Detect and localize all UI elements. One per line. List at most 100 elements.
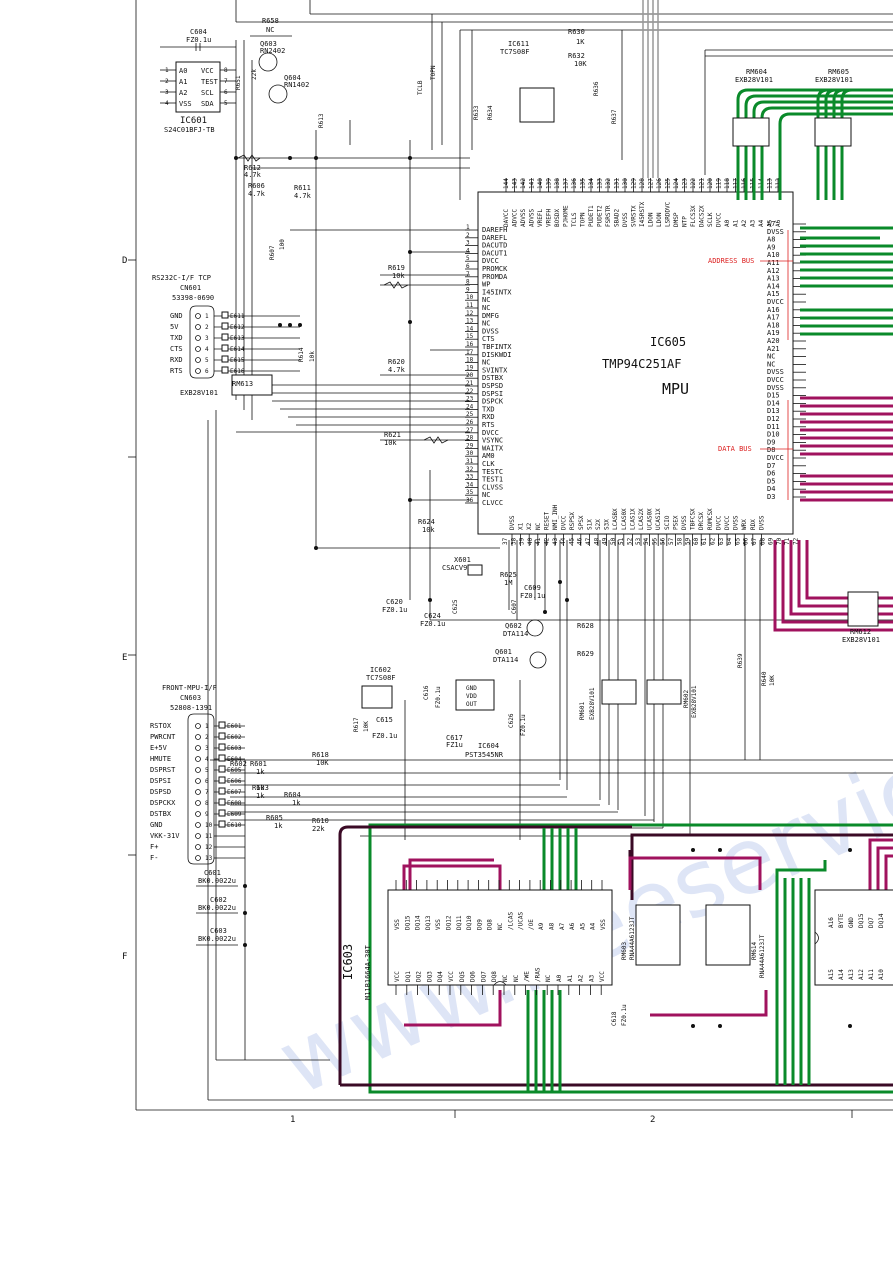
cn601-title: RS232C-I/F TCP [152, 274, 211, 282]
mpu-pin-label: CTS [482, 335, 495, 343]
cn601-ferrite-label: E614 [230, 346, 245, 353]
r601-ref: R601 [250, 760, 267, 768]
ic602-gate: IC602 TC7S08F R617 10K C615 FZ0.1u C616 … [353, 666, 442, 740]
mpu-pin-label: DVCC [715, 515, 722, 530]
mpu-ref: IC605 [650, 335, 686, 349]
mpu-pin-label: A6 [775, 219, 782, 227]
mpu-pin-number: 40 [527, 537, 534, 545]
mpu-pin-number: 6 [466, 263, 470, 270]
address-bus-top [736, 88, 893, 336]
mpu-pin-number: 7 [466, 271, 470, 278]
mpu-right-pins: A7DVSSA8A9A10A11A12A13A14A15DVCCA16A17A1… [767, 220, 806, 501]
ic607-pin-label: DQ7 [868, 917, 875, 928]
ic607-pin-label: A14 [838, 969, 845, 980]
mpu-pin-number: 132 [605, 178, 612, 189]
ic601-pin-number: 8 [224, 67, 228, 74]
mpu-pin-label: LCAS0X [621, 508, 628, 530]
mpu-pin-number: 54 [643, 537, 650, 545]
mpu-pin-label: DVSS [622, 212, 629, 227]
c604-val: FZ0.1u [186, 36, 211, 44]
r605-val: 1k [274, 822, 283, 830]
q603-ref: Q603 [260, 40, 277, 48]
c602-ref: C602 [210, 896, 227, 904]
mpu-pin-label: A21 [767, 345, 780, 353]
r607-val: 100 [279, 239, 286, 250]
ic603-pin-label: A4 [590, 922, 597, 930]
mpu-pin-number: 16 [466, 341, 474, 348]
mpu-pin-number: 43 [552, 537, 559, 545]
ic603-pin-label: DQ10 [466, 915, 473, 930]
c616-val: FZ0.1u [435, 686, 442, 708]
r604-ref: R604 [284, 791, 301, 799]
ic603-pin-label: DQ6 [470, 971, 477, 982]
mpu-pin-label: VREFL [537, 209, 544, 227]
mpu-pin-number: 14 [466, 325, 474, 332]
r611-ref: R611 [294, 184, 311, 192]
ic603-pin-label: DQ3 [426, 971, 433, 982]
ic607-pin-label: A10 [878, 969, 885, 980]
c615-ref: C615 [376, 716, 393, 724]
mpu-pin-number: 117 [733, 178, 740, 189]
mpu-pin-label: PROMDA [482, 273, 508, 281]
ic603-pin-label: A9 [538, 922, 545, 930]
r603-ref: R603 [252, 784, 269, 792]
mpu-pin-number: 10 [466, 294, 474, 301]
cn601-signal-label: GND [170, 312, 183, 320]
cn603-title: FRONT-MPU-I/F [162, 684, 217, 692]
mpu-pin-number: 18 [466, 357, 474, 364]
ic601-part: S24C01BFJ-TB [164, 126, 215, 134]
mpu-pin-label: DSPCK [482, 398, 504, 406]
c603-ref: C603 [210, 927, 227, 935]
r612-ref: R612 [244, 164, 261, 172]
r618-ref: R618 [312, 751, 329, 759]
ic601-pin-label: SDA [201, 100, 214, 108]
c620-ref: C620 [386, 598, 403, 606]
q601-transistor: Q601 DTA114 R629 [493, 648, 594, 669]
mpu-pin-number: 71 [784, 537, 791, 545]
r634-ref: R634 [487, 105, 494, 120]
r602-ref: R602 [230, 760, 247, 768]
mpu-pin-number: 124 [673, 178, 680, 189]
ic601-pin-label: SCL [201, 89, 214, 97]
filter-caps: C601 BK0.0022u C602 BK0.0022u C603 BK0.0… [196, 869, 238, 946]
ic601-pin-number: 2 [165, 78, 169, 85]
bus-labels: ADDRESS BUS DATA BUS [708, 230, 793, 500]
ic603-pin-label: DQ13 [425, 915, 432, 930]
ic603-pin-label: NC [545, 974, 552, 982]
pin-icon [195, 767, 201, 773]
ic603-pin-label: /WE [524, 971, 531, 982]
q602-part: DTA114 [503, 630, 528, 638]
ic603-pin-label: VCC [448, 971, 455, 982]
mpu-pin-label: FLCS3X [690, 205, 697, 227]
rm603-array: RM603 RNA44A6123JT C618 FZ0.1u [611, 904, 681, 1026]
mpu-pin-label: NC [482, 296, 490, 304]
mpu-pin-label: DAREFL [482, 234, 507, 242]
ic603-pin-label: DQ12 [446, 915, 453, 930]
r619-val: 10k [392, 272, 405, 280]
cn601-signal-label: TXD [170, 334, 183, 342]
mpu-pin-label: X2 [526, 522, 533, 530]
ic601-pin-label: TEST [201, 78, 219, 86]
mpu-pin-label: S3X [604, 519, 611, 530]
mpu-pin-label: TCLS [571, 212, 578, 227]
ic604-pin-out: OUT [466, 701, 477, 708]
mpu-pin-label: DVSS [767, 228, 784, 236]
mpu-pin-label: A7 [767, 220, 775, 228]
cn603-pin-number: 9 [205, 811, 209, 818]
r601-val: 1k [256, 768, 265, 776]
ic603-pin-label: DQ8 [487, 919, 494, 930]
r640-val: 10K [769, 675, 776, 686]
mpu-pin-label: CLVCC [482, 499, 503, 507]
mpu-pin-number: 48 [593, 537, 600, 545]
mpu-pin-label: D7 [767, 462, 775, 470]
pin-icon [195, 324, 201, 330]
ic603-pin-label: DQ5 [459, 971, 466, 982]
mpu-pin-label: A17 [767, 314, 780, 322]
r621-resistor: R621 10k [384, 431, 449, 447]
mpu-pin-label: D4 [767, 485, 775, 493]
rm601-array: RM601 EXB28V101 [579, 679, 637, 720]
r639-ref: R639 [737, 653, 744, 668]
mpu-pin-number: 34 [466, 481, 474, 488]
mpu-pin-label: D6 [767, 470, 775, 478]
